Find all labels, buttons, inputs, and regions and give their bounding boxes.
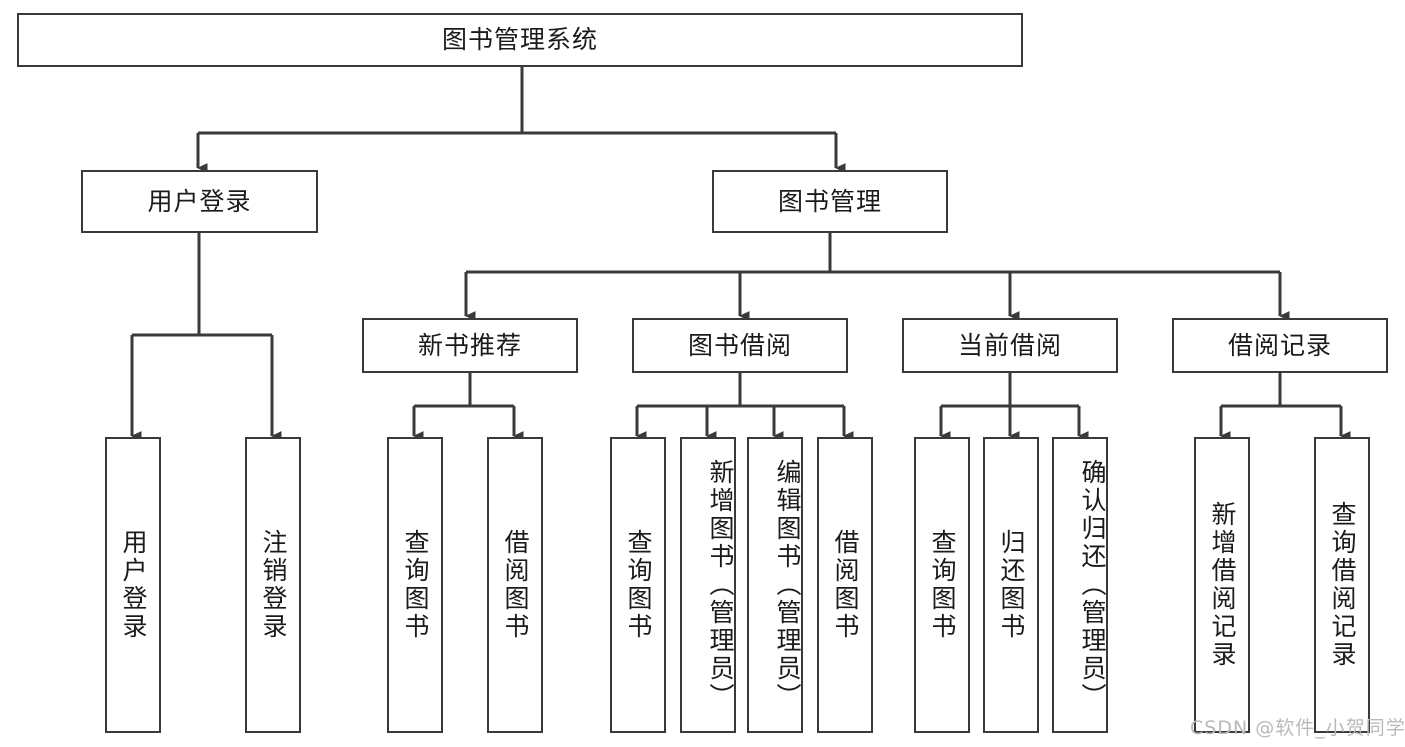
leaf-add-borrow-record[interactable]: 新增借阅记录 — [1194, 437, 1250, 733]
node-book-borrowing[interactable]: 图书借阅 — [632, 318, 848, 373]
leaf-edit-book-admin[interactable]: 编辑图书（管理员） — [747, 437, 803, 733]
leaf-query-borrow-record[interactable]: 查询借阅记录 — [1314, 437, 1370, 733]
node-borrow-records[interactable]: 借阅记录 — [1172, 318, 1388, 373]
leaf-borrow-book-borrow[interactable]: 借阅图书 — [817, 437, 873, 733]
node-book-management[interactable]: 图书管理 — [712, 170, 948, 233]
leaf-add-book-admin[interactable]: 新增图书（管理员） — [680, 437, 736, 733]
csdn-watermark: CSDN @软件_小贺同学 — [1190, 717, 1405, 739]
leaf-logout[interactable]: 注销登录 — [245, 437, 301, 733]
leaf-query-book-borrow[interactable]: 查询图书 — [610, 437, 666, 733]
leaf-confirm-return-admin[interactable]: 确认归还（管理员） — [1052, 437, 1108, 733]
node-root-system[interactable]: 图书管理系统 — [17, 13, 1023, 67]
node-current-borrowing[interactable]: 当前借阅 — [902, 318, 1118, 373]
leaf-query-book-current[interactable]: 查询图书 — [914, 437, 970, 733]
leaf-query-book-new[interactable]: 查询图书 — [387, 437, 443, 733]
leaf-borrow-book-new[interactable]: 借阅图书 — [487, 437, 543, 733]
node-new-book-recommendation[interactable]: 新书推荐 — [362, 318, 578, 373]
leaf-user-login[interactable]: 用户登录 — [105, 437, 161, 733]
node-user-login[interactable]: 用户登录 — [81, 170, 318, 233]
leaf-return-book[interactable]: 归还图书 — [983, 437, 1039, 733]
